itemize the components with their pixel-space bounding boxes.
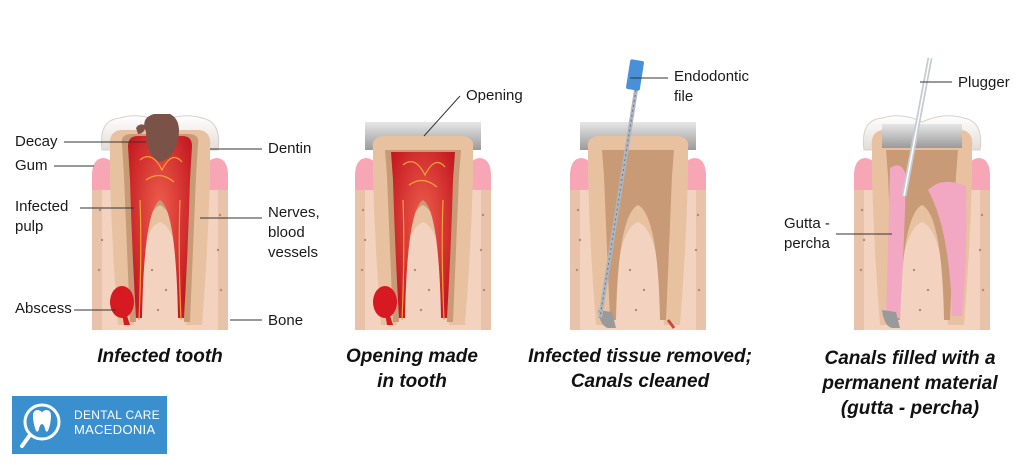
label-dentin: Dentin <box>268 140 312 157</box>
label-bone: Bone <box>268 312 304 329</box>
label-gutta-percha: Gutta -percha <box>784 215 830 252</box>
tooth-magnifier-icon <box>20 403 61 448</box>
tooth-infected <box>92 114 228 330</box>
label-abscess: Abscess <box>15 300 72 317</box>
caption-infected-tooth: Infected tooth <box>97 346 223 367</box>
label-gum: Gum <box>15 157 48 174</box>
logo: DENTAL CARE MACEDONIA <box>12 396 167 454</box>
decay <box>144 114 179 162</box>
label-decay: Decay <box>15 133 58 150</box>
caption-canals-cleaned: Infected tissue removed;Canals cleaned <box>528 346 752 392</box>
logo-text-line2: MACEDONIA <box>74 422 156 437</box>
logo-text-line1: DENTAL CARE <box>74 408 160 422</box>
label-plugger: Plugger <box>958 74 1010 91</box>
tooth-opening <box>355 122 491 330</box>
label-opening: Opening <box>466 87 523 104</box>
gutta-percha-fill <box>886 165 906 318</box>
leader-lines <box>54 77 952 321</box>
infected-pulp <box>128 136 192 318</box>
tooth-cleaned <box>570 59 706 330</box>
endodontic-file <box>598 59 644 319</box>
tooth-filled <box>854 57 990 330</box>
infected-pulp <box>391 152 455 318</box>
